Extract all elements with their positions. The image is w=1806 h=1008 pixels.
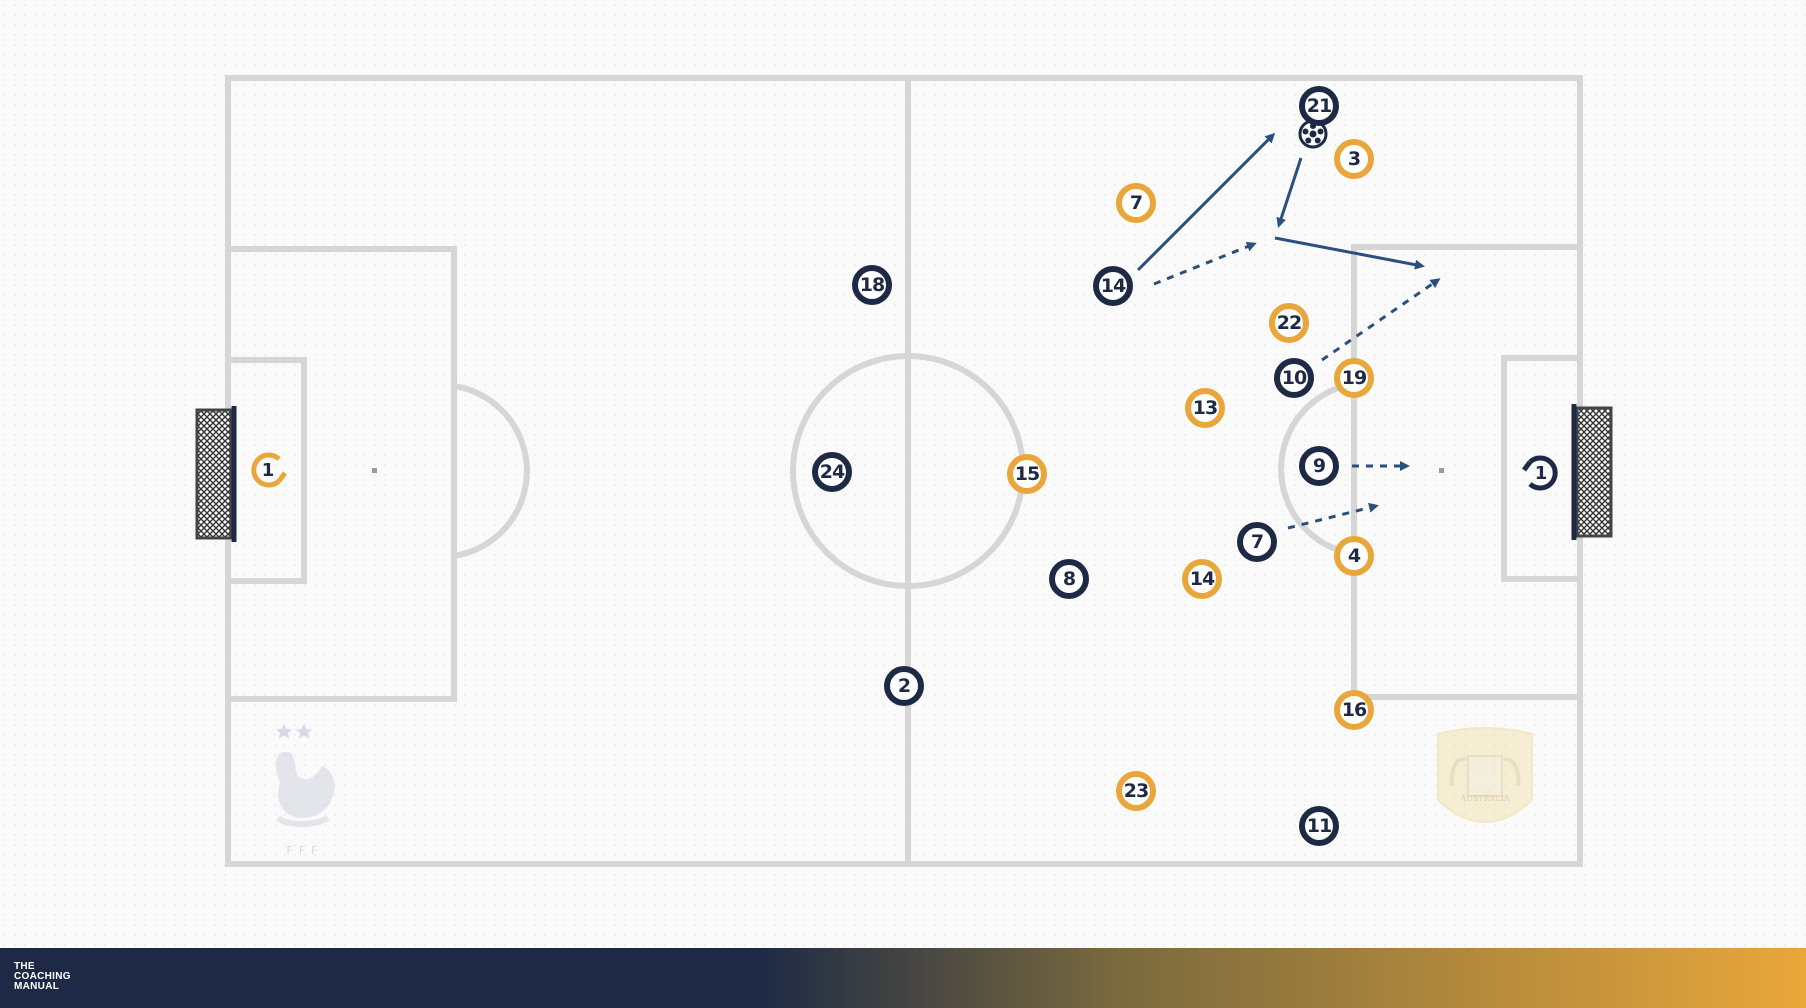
footer-bar: THE COACHING MANUAL — [0, 948, 1806, 1008]
pitch — [195, 75, 1613, 867]
france-goalkeeper[interactable]: 1 — [1521, 453, 1561, 493]
australia-player-14[interactable]: 14 — [1182, 559, 1222, 599]
player-number: 23 — [1123, 780, 1149, 802]
australia-player-22[interactable]: 22 — [1269, 303, 1309, 343]
pass-arrow-21-return — [1276, 157, 1303, 228]
player-number: 1 — [1534, 462, 1548, 484]
right-penalty-arc — [1278, 381, 1355, 557]
france-player-18[interactable]: 18 — [852, 265, 892, 305]
france-player-24[interactable]: 24 — [812, 452, 852, 492]
france-player-7[interactable]: 7 — [1237, 522, 1277, 562]
australia-goalkeeper[interactable]: 1 — [248, 450, 288, 490]
left-penalty-spot — [372, 468, 377, 473]
pitch-boundary — [225, 75, 1583, 867]
brand-line: THE — [14, 961, 35, 972]
player-number: 7 — [1129, 192, 1143, 214]
player-number: 13 — [1192, 397, 1218, 419]
france-player-11[interactable]: 11 — [1299, 806, 1339, 846]
australia-player-16[interactable]: 16 — [1334, 690, 1374, 730]
run-arrow-7 — [1287, 502, 1379, 530]
left-penalty-arc — [453, 383, 530, 559]
australia-player-15[interactable]: 15 — [1007, 454, 1047, 494]
france-player-14[interactable]: 14 — [1093, 266, 1133, 306]
france-player-8[interactable]: 8 — [1049, 559, 1089, 599]
brand-line: MANUAL — [14, 981, 60, 992]
brand-line: COACHING — [14, 971, 71, 982]
player-number: 9 — [1312, 455, 1326, 477]
player-number: 1 — [261, 459, 275, 481]
player-number: 24 — [819, 461, 845, 483]
france-player-21[interactable]: 21 — [1299, 86, 1339, 126]
player-number: 2 — [897, 675, 911, 697]
player-number: 19 — [1341, 367, 1367, 389]
right-penalty-area — [1351, 244, 1580, 700]
player-number: 14 — [1100, 275, 1126, 297]
australia-player-23[interactable]: 23 — [1116, 771, 1156, 811]
player-number: 15 — [1014, 463, 1040, 485]
player-number: 11 — [1306, 815, 1332, 837]
australia-player-3[interactable]: 3 — [1334, 139, 1374, 179]
left-goal-net-icon — [195, 406, 237, 542]
brand-logo[interactable]: THE COACHING MANUAL — [14, 962, 71, 992]
player-number: 18 — [859, 274, 885, 296]
australia-player-19[interactable]: 19 — [1334, 358, 1374, 398]
left-penalty-area — [228, 246, 457, 702]
rooster-crest-icon: FFF — [262, 718, 348, 857]
player-number: 4 — [1347, 545, 1361, 567]
australia-player-13[interactable]: 13 — [1185, 388, 1225, 428]
goalkeeper-ring-icon — [1522, 455, 1558, 491]
right-goal-net-icon — [1571, 404, 1613, 540]
goalkeeper-ring-icon — [251, 452, 287, 488]
right-goal-area — [1501, 355, 1580, 582]
run-arrow-14 — [1153, 241, 1257, 286]
france-player-10[interactable]: 10 — [1274, 358, 1314, 398]
player-number: 16 — [1341, 699, 1367, 721]
player-number: 14 — [1189, 568, 1215, 590]
player-number: 22 — [1276, 312, 1302, 334]
france-player-9[interactable]: 9 — [1299, 446, 1339, 486]
crest-caption: AUSTRALIA — [1460, 794, 1510, 803]
player-number: 21 — [1306, 95, 1332, 117]
player-number: 3 — [1347, 148, 1361, 170]
player-number: 10 — [1281, 367, 1307, 389]
player-number: 8 — [1062, 568, 1076, 590]
australia-player-4[interactable]: 4 — [1334, 536, 1374, 576]
left-goal-area — [228, 357, 307, 584]
france-player-2[interactable]: 2 — [884, 666, 924, 706]
pass-arrow-through-ball — [1274, 236, 1425, 270]
crest-caption: FFF — [286, 844, 324, 857]
run-arrow-10 — [1321, 278, 1441, 362]
right-penalty-spot — [1439, 468, 1444, 473]
australia-crest-icon: AUSTRALIA — [1430, 726, 1540, 842]
pass-arrow-14-to-21 — [1136, 132, 1276, 272]
player-number: 7 — [1250, 531, 1264, 553]
australia-player-7[interactable]: 7 — [1116, 183, 1156, 223]
